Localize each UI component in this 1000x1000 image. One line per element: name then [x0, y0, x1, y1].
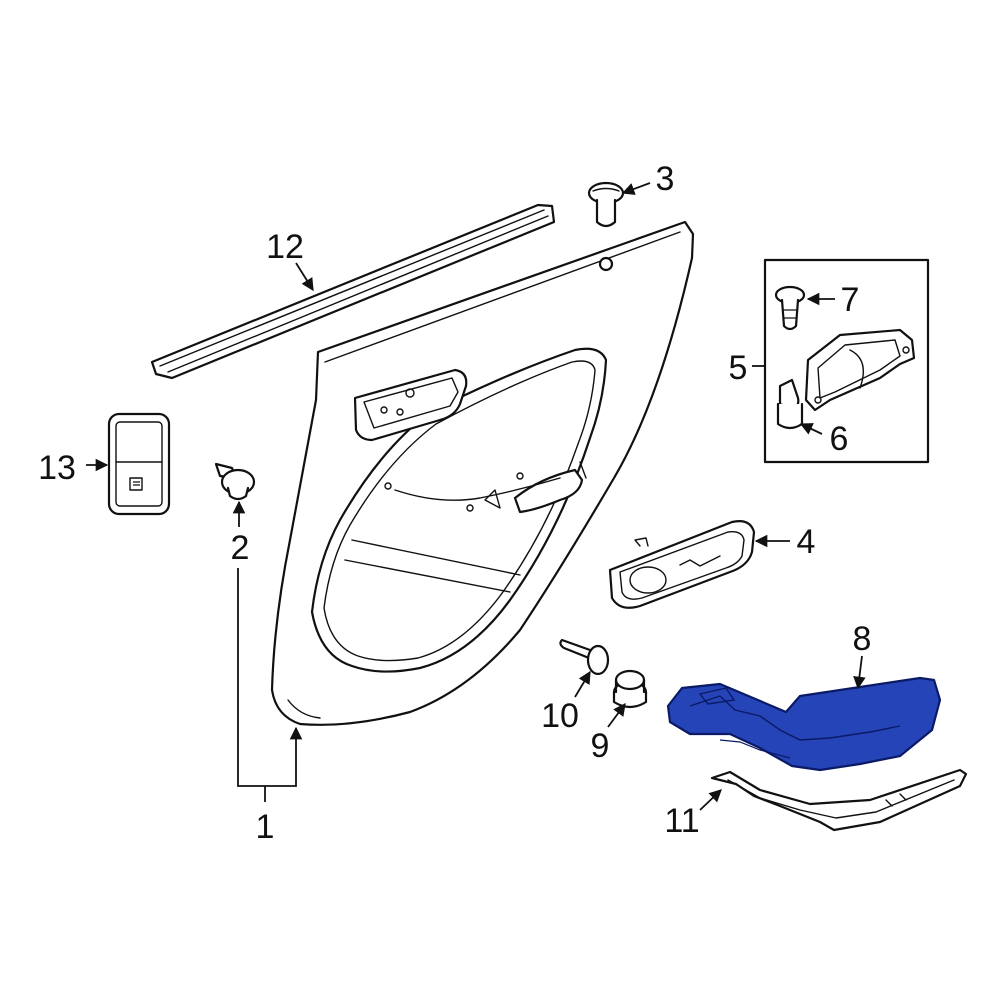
part-10-bolt[interactable] — [559, 638, 610, 676]
callout-9: 9 — [591, 727, 610, 765]
callout-1: 1 — [256, 808, 275, 846]
callout-7: 7 — [841, 281, 860, 319]
callout-2: 2 — [231, 529, 250, 567]
part-2-trim-clip[interactable] — [214, 462, 256, 501]
part-1-door-trim-panel[interactable] — [270, 220, 695, 726]
callout-10: 10 — [541, 697, 579, 735]
callout-13: 13 — [38, 449, 76, 487]
callout-4: 4 — [797, 523, 816, 561]
callout-5: 5 — [729, 349, 748, 387]
part-5-kit-box[interactable] — [763, 258, 930, 464]
part-3-push-pin[interactable] — [587, 181, 625, 228]
callout-11: 11 — [664, 802, 699, 840]
part-6-clip[interactable] — [776, 378, 804, 430]
part-4-handle-bezel[interactable] — [608, 520, 756, 609]
part-9-grommet[interactable] — [612, 669, 648, 709]
part-7-screw[interactable] — [774, 285, 806, 331]
part-11-armrest-trim[interactable] — [710, 768, 968, 832]
callout-8: 8 — [853, 620, 872, 658]
callout-12: 12 — [266, 228, 304, 266]
leader-lines — [86, 182, 866, 811]
part-8-armrest[interactable] — [666, 676, 942, 772]
part-12-belt-molding[interactable] — [150, 203, 556, 380]
callout-3: 3 — [656, 160, 675, 198]
part-13-switch-bezel[interactable] — [107, 412, 171, 516]
callout-labels: 1 2 3 4 5 6 7 8 9 10 11 12 13 — [38, 160, 871, 846]
callout-6: 6 — [830, 420, 849, 458]
